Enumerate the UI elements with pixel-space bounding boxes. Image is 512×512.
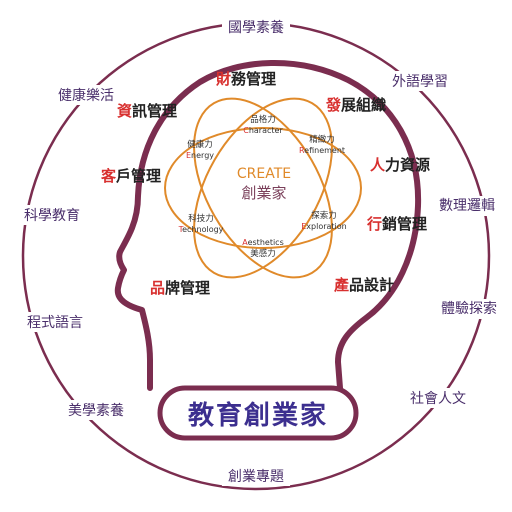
- atom-orbit-diagonal-a: [193, 97, 333, 279]
- atom-center-zh: 創業家: [241, 184, 286, 202]
- atom-orbit-horizontal: [164, 127, 362, 249]
- atom-node-exploration-en: Exploration: [301, 222, 347, 231]
- atom-orbit-diagonal-b: [193, 97, 333, 279]
- mgmt-marketing: 行銷管理: [366, 215, 427, 233]
- outer-label-9: 健康樂活: [58, 87, 114, 104]
- atom-center-en: CREATE: [237, 166, 291, 182]
- atom-node-aesthetics-zh: 美感力: [250, 248, 276, 259]
- atom-node-exploration-zh: 探索力: [311, 210, 337, 221]
- outer-label-2: 數理邏輯: [439, 198, 495, 214]
- atom-node-character-zh: 品格力: [250, 114, 276, 125]
- atom-node-aesthetics-en: Aesthetics: [242, 238, 284, 247]
- banner-title: 教育創業家: [188, 400, 328, 431]
- atom-node-energy-en: Energy: [186, 151, 214, 160]
- atom-orbits: [164, 97, 362, 279]
- outer-label-5: 創業專題: [228, 469, 284, 485]
- mgmt-product-design: 產品設計: [333, 276, 394, 294]
- atom-node-energy-zh: 健康力: [187, 139, 213, 150]
- mgmt-organization: 發展組織: [325, 96, 386, 114]
- mgmt-information: 資訊管理: [117, 102, 177, 120]
- outer-label-4: 社會人文: [410, 391, 466, 407]
- mgmt-customer: 客戶管理: [100, 167, 161, 185]
- banner-frame: [157, 385, 359, 441]
- atom-node-technology-zh: 科技力: [188, 213, 214, 224]
- outer-label-3: 體驗探索: [441, 300, 497, 317]
- atom-node-character-en: Character: [243, 126, 283, 135]
- outer-label-0: 國學素養: [228, 19, 284, 36]
- outer-label-7: 程式語言: [27, 315, 83, 331]
- atom-node-refinement-zh: 精緻力: [309, 134, 335, 145]
- atom-node-technology-en: Technology: [178, 225, 224, 234]
- atom-node-refinement-en: Refinement: [299, 146, 345, 155]
- head-silhouette: [114, 59, 422, 391]
- mgmt-finance: 財務管理: [215, 70, 276, 88]
- outer-label-6: 美學素養: [68, 402, 124, 419]
- outer-label-1: 外語學習: [392, 74, 448, 90]
- outer-label-8: 科學教育: [24, 208, 80, 224]
- mgmt-brand: 品牌管理: [150, 279, 210, 297]
- mgmt-human-resources: 人力資源: [370, 156, 430, 174]
